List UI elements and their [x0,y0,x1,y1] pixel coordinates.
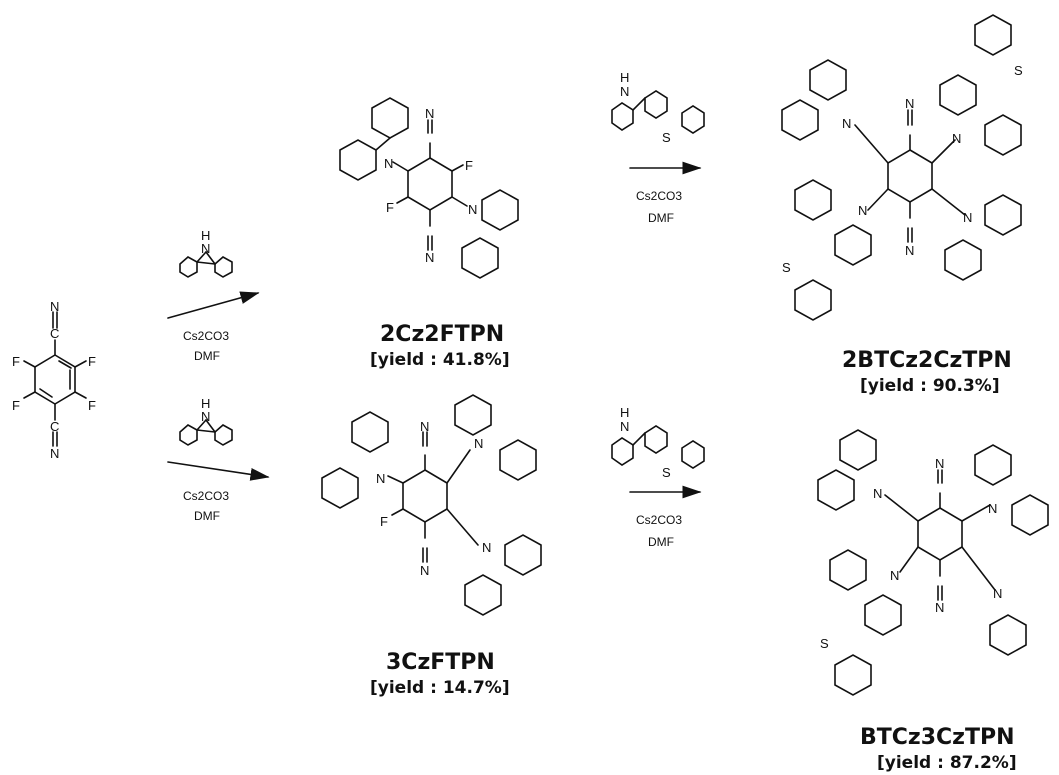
3czf-n-bottom: N [482,540,491,555]
3czf-n-top: N [474,436,483,451]
2btcz-n-cn-top: N [905,96,914,111]
reagent-carbazole-1: H N [179,228,233,278]
reagent-carbazole-2: H N [179,396,233,446]
btcz-1-n: N [620,84,629,99]
name-2BTCz2CzTPN: 2BTCz2CzTPN [842,348,1012,373]
btcz-1-h: H [620,70,629,85]
3czf-n-cn-bot: N [420,563,429,578]
btcz3-n-3: N [890,568,899,583]
btcz3-n-2: N [988,501,997,516]
2cz2f-f-2: F [386,200,394,215]
2btcz-n-2: N [952,131,961,146]
2btcz-s-2: S [782,260,791,275]
arrow-2 [167,461,270,481]
name-3CzFTPN: 3CzFTPN [386,650,495,675]
solvent-label-4: DMF [648,535,674,549]
2btcz-n-1: N [842,116,851,131]
yield-3CzFTPN: [yield : 14.7%] [370,678,510,698]
base-label-1: Cs2CO3 [183,329,229,343]
start-c-bottom: C [50,419,59,434]
molecule-2Cz2FTPN: N N F F N N 2Cz2FTPN [yield : 41.8%] [339,97,519,370]
btcz3-n-cn-bot: N [935,600,944,615]
2btcz-n-3: N [858,203,867,218]
btcz3-n-cn-top: N [935,456,944,471]
btcz-2-h: H [620,405,629,420]
2cz2f-f-1: F [465,158,473,173]
reagent-1-n: N [201,241,210,256]
arrow-1 [167,291,260,319]
name-2Cz2FTPN: 2Cz2FTPN [380,322,504,347]
solvent-label-2: DMF [194,509,220,523]
solvent-label-3: DMF [648,211,674,225]
base-label-2: Cs2CO3 [183,489,229,503]
start-f-2: F [88,354,96,369]
reagent-2-nh: H [201,396,210,411]
yield-2BTCz2CzTPN: [yield : 90.3%] [860,376,1000,396]
2cz2f-n-right: N [468,202,477,217]
yield-2Cz2FTPN: [yield : 41.8%] [370,350,510,370]
btcz-2-s: S [662,465,671,480]
3czf-n-left: N [376,471,385,486]
molecule-2BTCz2CzTPN: N N N N S S N N 2BTCz2CzTPN [yield : 90.… [781,14,1023,396]
molecule-3CzFTPN: N N N F N N 3CzFTPN [yield : 14.7%] [321,394,542,698]
2cz2f-n-left: N [384,156,393,171]
btcz3-s: S [820,636,829,651]
reagent-2-n: N [201,409,210,424]
reagent-btcz-1: H N S [611,70,705,145]
start-molecule: N C C N F F F F [12,299,96,461]
yield-BTCz3CzTPN: [yield : 87.2%] [877,753,1017,773]
3czf-f: F [380,514,388,529]
2btcz-s-1: S [1014,63,1023,78]
2btcz-n-4: N [963,210,972,225]
2btcz-n-cn-bot: N [905,243,914,258]
molecule-BTCz3CzTPN: N N N N S N N BTCz3CzTPN [yield : 87.2%] [817,429,1049,773]
reagent-1-nh: H [201,228,210,243]
start-f-1: F [12,354,20,369]
2cz2f-n-cn-top: N [425,106,434,121]
name-BTCz3CzTPN: BTCz3CzTPN [860,725,1015,750]
solvent-label-1: DMF [194,349,220,363]
reagent-btcz-2: H N S [611,405,705,480]
start-n-top: N [50,299,59,314]
btcz3-n-1: N [873,486,882,501]
start-c-top: C [50,326,59,341]
2cz2f-n-cn-bot: N [425,250,434,265]
start-n-bottom: N [50,446,59,461]
btcz-1-s: S [662,130,671,145]
base-label-4: Cs2CO3 [636,513,682,527]
3czf-n-cn-top: N [420,419,429,434]
start-f-3: F [12,398,20,413]
btcz-2-n: N [620,419,629,434]
base-label-3: Cs2CO3 [636,189,682,203]
btcz3-n-4: N [993,586,1002,601]
start-f-4: F [88,398,96,413]
